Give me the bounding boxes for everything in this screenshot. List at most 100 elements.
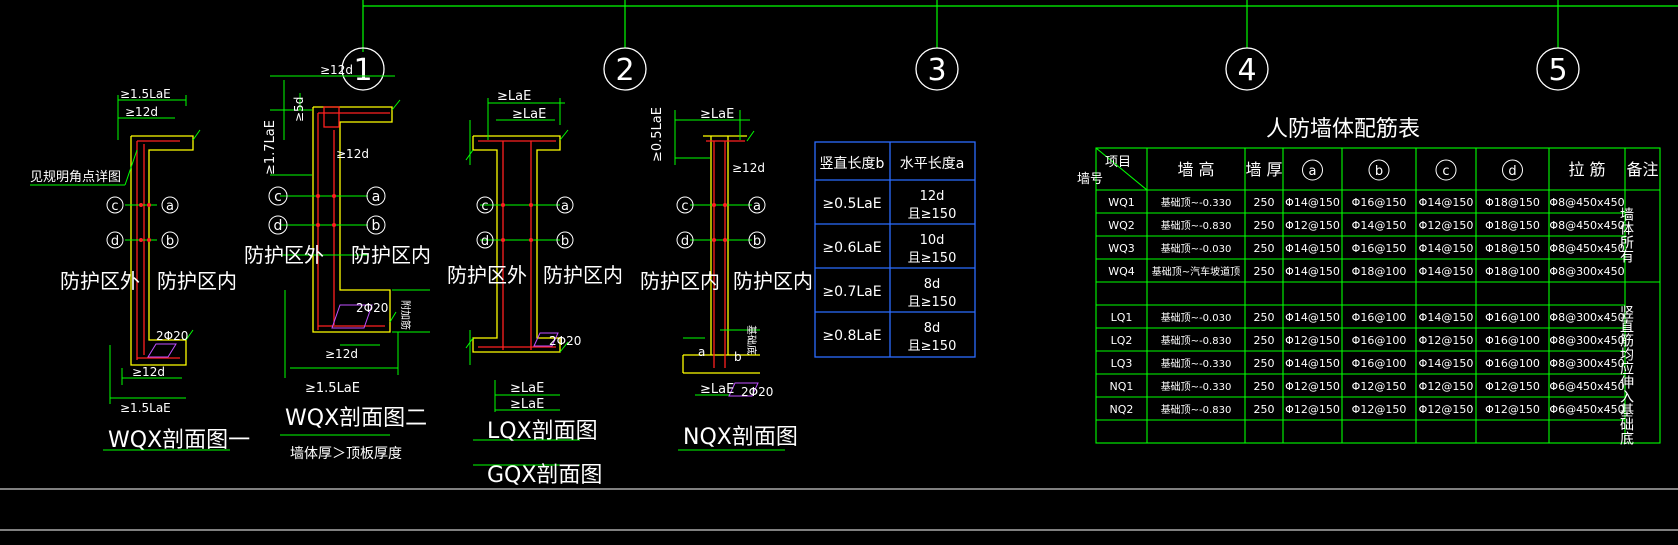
rebar-cell: Φ12@150 — [1419, 380, 1474, 393]
wqx2-dim-laE17: ≥1.7LaE — [263, 120, 278, 175]
wqx2-label-c: c — [274, 189, 282, 205]
rebar-cell: Φ16@100 — [1352, 357, 1407, 370]
wqx1-title: WQX剖面图一 — [108, 428, 250, 453]
rebar-header-5: d — [1508, 164, 1516, 179]
rebar-cell: Φ8@450x450 — [1549, 242, 1624, 255]
anchor-row-2-b: ≥0.6LaE — [822, 240, 881, 256]
wqx2-dim-5d: ≥5d — [292, 97, 306, 122]
rebar-cell: Φ14@150 — [1285, 357, 1340, 370]
rebar-cell: 基础顶~-0.830 — [1161, 403, 1232, 416]
nqx-title: NQX剖面图 — [683, 425, 798, 450]
rebar-cell: Φ12@150 — [1285, 380, 1340, 393]
rebar-header-3: b — [1375, 164, 1383, 179]
rebar-cell: Φ8@300x450 — [1549, 311, 1624, 324]
rebar-cell: 基础顶~汽车坡道顶 — [1152, 265, 1240, 278]
wqx2-title: WQX剖面图二 — [285, 406, 427, 431]
lqx-dim-laE-bottom: ≥LaE — [510, 381, 544, 396]
wqx2-label-b: b — [372, 218, 381, 234]
rebar-cell: Φ16@150 — [1352, 196, 1407, 209]
rebar-cell: Φ8@300x450 — [1549, 265, 1624, 278]
rebar-cell: Φ12@150 — [1419, 219, 1474, 232]
rebar-header-circle-d — [1502, 159, 1523, 181]
rebar-cell: WQ1 — [1108, 196, 1135, 209]
rebar-cell: 基础顶~-0.330 — [1161, 196, 1232, 209]
rebar-cell: NQ2 — [1110, 403, 1134, 416]
rebar-cell: Φ14@150 — [1419, 242, 1474, 255]
wqx2-dim-12d: ≥12d — [320, 63, 353, 77]
rebar-cell: Φ18@150 — [1485, 219, 1540, 232]
lqx-label-d: d — [481, 234, 489, 249]
lqx-title: LQX剖面图 — [487, 419, 598, 444]
wqx2-note: 墙体厚＞顶板厚度 — [290, 446, 402, 462]
lqx-section: c d a b ≥LaE ≥LaE 防护区外 防护区内 2Φ20 ≥LaE ≥L… — [447, 89, 623, 488]
rebar-cell: 基础顶~-0.830 — [1161, 334, 1232, 347]
nqx-label-c: c — [681, 199, 688, 214]
axis-label-4: 4 — [1237, 53, 1256, 88]
rebar-header-circle-b — [1368, 159, 1390, 181]
wqx2-bar-2phi20: 2Φ20 — [356, 301, 388, 315]
rebar-cell: Φ14@150 — [1285, 311, 1340, 324]
rebar-cell: Φ8@450x450 — [1549, 219, 1624, 232]
rebar-header-7: 备注 — [1626, 160, 1658, 179]
rebar-cell: 250 — [1254, 265, 1275, 278]
lqx-bar-2phi20: 2Φ20 — [549, 334, 581, 348]
wqx1-label-a: a — [166, 199, 174, 214]
rebar-cell: 250 — [1254, 357, 1275, 370]
rebar-cell: Φ18@100 — [1352, 265, 1407, 278]
rebar-cell: Φ18@150 — [1485, 196, 1540, 209]
rebar-remark-2: 竖直筋均应伸入基础底 — [1618, 305, 1634, 446]
rebar-cell: 250 — [1254, 311, 1275, 324]
rebar-cell: Φ14@150 — [1285, 242, 1340, 255]
lqx-dim-laE-bottom-2: ≥LaE — [510, 397, 544, 412]
nqx-bar-2phi20: 2Φ20 — [741, 385, 773, 399]
wqx2-label-d: d — [274, 218, 283, 234]
anchor-row-3-min: 且≥150 — [908, 295, 957, 310]
axis-bubble-1: 1 — [341, 47, 385, 91]
drawing-frame-lines — [0, 488, 1678, 531]
wqx2-outside: 防护区外 — [244, 243, 324, 267]
wqx1-dim-laE15-bottom: ≥1.5LaE — [120, 401, 171, 415]
nqx-section: c d a b ≥0.5LaE ≥LaE ≥12d 防护区内 防护区内 基础底 … — [640, 107, 813, 451]
rebar-cell: 基础顶~-0.030 — [1161, 311, 1232, 324]
wqx2-dim-laE15: ≥1.5LaE — [305, 381, 360, 396]
nqx-inside: 防护区内 — [733, 269, 813, 293]
rebar-header-6: 拉 筋 — [1568, 160, 1605, 179]
rebar-cell: Φ12@150 — [1285, 334, 1340, 347]
rebar-header-circle-a — [1302, 159, 1323, 181]
rebar-header-0: 墙 高 — [1177, 160, 1214, 179]
anchor-row-4-a: 8d — [924, 321, 941, 336]
anchor-row-3-a: 8d — [924, 277, 941, 292]
wqx2-dim-12d-mid: ≥12d — [336, 147, 369, 161]
rebar-cell: Φ14@150 — [1419, 357, 1474, 370]
axis-bubble-2: 2 — [603, 47, 647, 91]
anchor-row-1-a: 12d — [920, 189, 945, 204]
rebar-cell: 250 — [1254, 242, 1275, 255]
axis-bubble-3: 3 — [915, 47, 959, 91]
wqx-section-1: c d a b ≥1.5LaE ≥12d 见规明角点详图 防护区外 防护区内 2… — [30, 87, 250, 453]
wqx1-dim-12d-top: ≥12d — [125, 105, 158, 119]
rebar-cell: Φ12@150 — [1285, 403, 1340, 416]
anchor-row-1-b: ≥0.5LaE — [822, 196, 881, 212]
wqx1-label-c: c — [111, 199, 118, 214]
rebar-cell: 基础顶~-0.330 — [1161, 357, 1232, 370]
rebar-cell: Φ12@150 — [1285, 219, 1340, 232]
rebar-cell: 250 — [1254, 380, 1275, 393]
rebar-cell: LQ2 — [1111, 334, 1133, 347]
axis-label-1: 1 — [353, 53, 372, 88]
rebar-cell: 250 — [1254, 403, 1275, 416]
rebar-cell: 基础顶~-0.830 — [1161, 219, 1232, 232]
rebar-header-4: c — [1442, 164, 1449, 179]
rebar-cell: Φ14@150 — [1419, 311, 1474, 324]
rebar-cell: 基础顶~-0.330 — [1161, 380, 1232, 393]
rebar-cell: Φ16@150 — [1352, 242, 1407, 255]
nqx-dim-12d: ≥12d — [732, 161, 765, 175]
rebar-cell: Φ16@100 — [1485, 357, 1540, 370]
anchor-header-vertical: 竖直长度b — [820, 155, 885, 172]
wqx1-outside: 防护区外 — [60, 269, 140, 293]
rebar-cell: Φ18@150 — [1485, 242, 1540, 255]
rebar-corner-bottom: 墙号 — [1077, 172, 1103, 187]
rebar-cell: NQ1 — [1110, 380, 1134, 393]
rebar-cell: Φ14@150 — [1352, 219, 1407, 232]
axis-label-5: 5 — [1548, 53, 1567, 88]
